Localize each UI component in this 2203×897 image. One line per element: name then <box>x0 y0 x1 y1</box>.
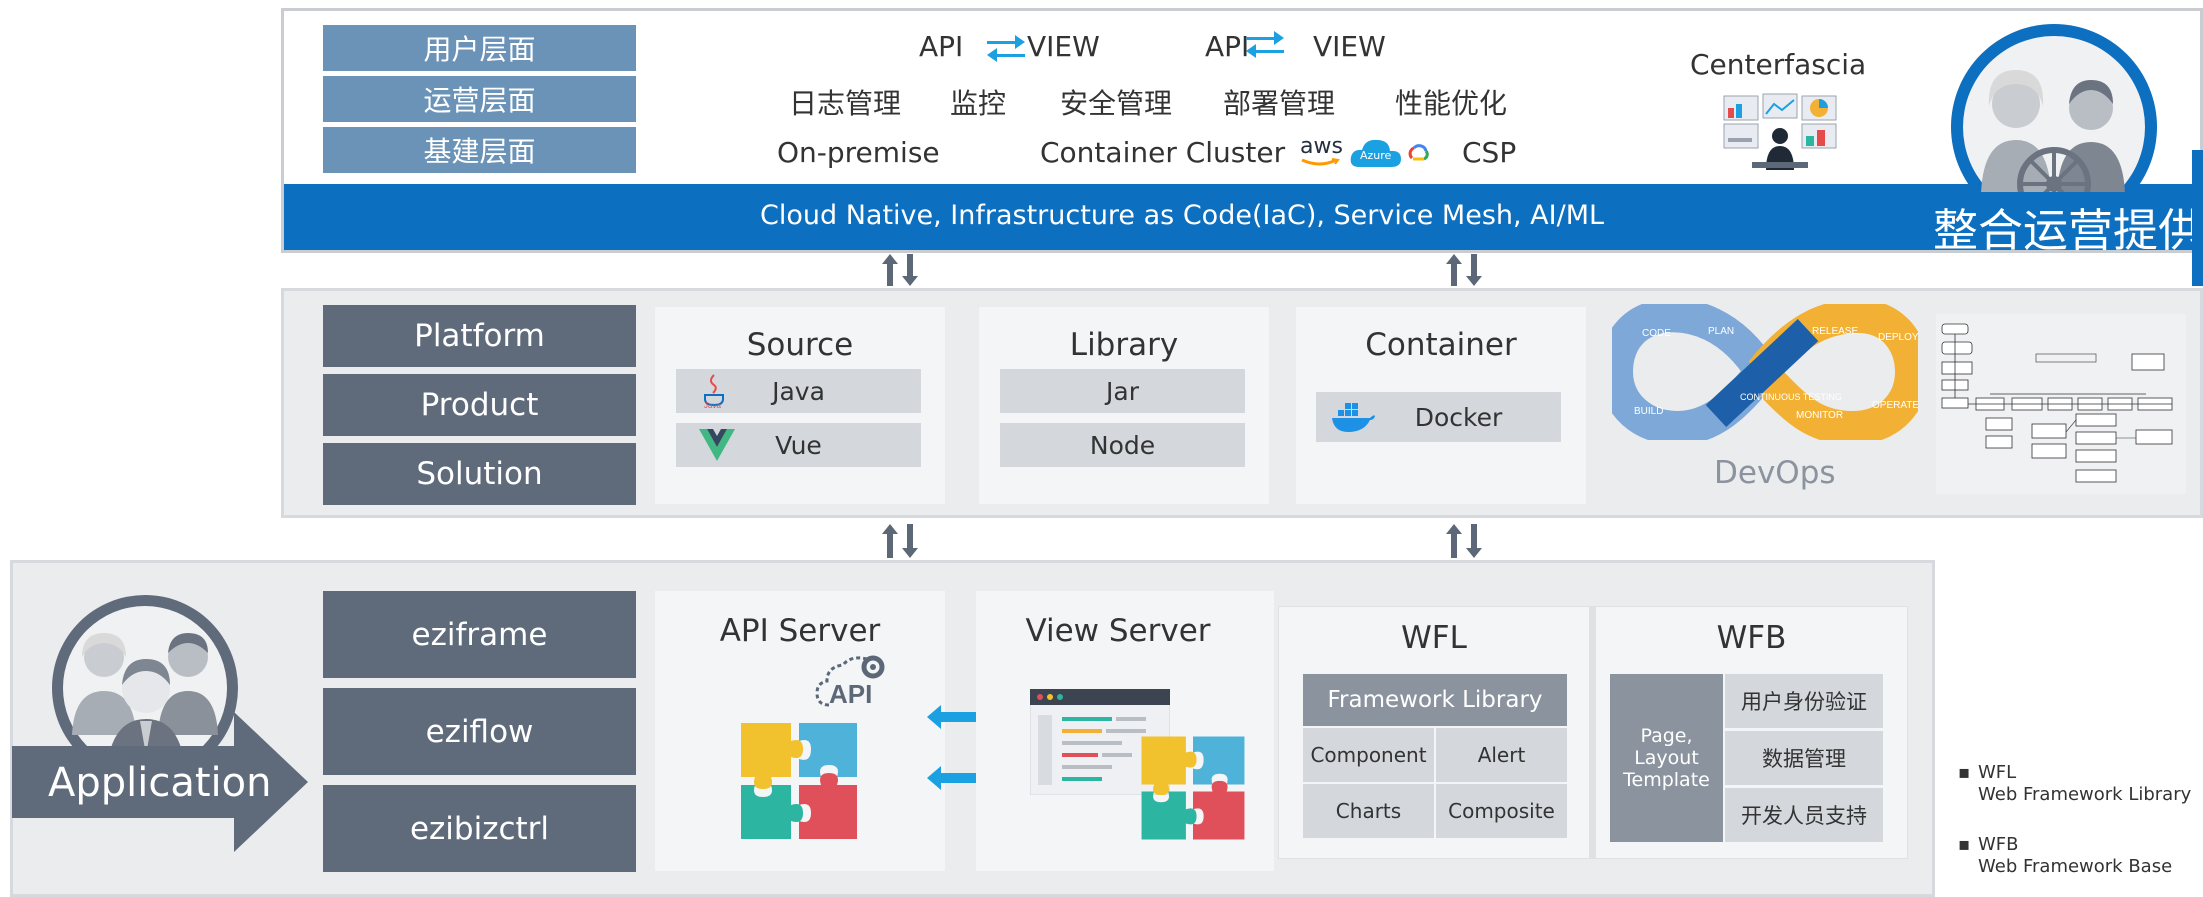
docker-chip: Docker <box>1316 392 1561 442</box>
wfb-page-layout-template: Page, Layout Template <box>1610 674 1723 842</box>
platform-label: Platform <box>323 305 636 367</box>
api-server-card: API Server API <box>655 591 945 871</box>
wfl-title: WFL <box>1401 620 1467 656</box>
view-server-title: View Server <box>1025 613 1211 649</box>
wfl-cell-composite: Composite <box>1436 784 1567 838</box>
java-icon: Java <box>704 374 724 409</box>
on-premise-label: On-premise <box>777 136 940 169</box>
jar-chip: Jar <box>1000 369 1245 413</box>
csp-label: CSP <box>1462 136 1517 169</box>
wfl-card: WFL Framework Library Component Alert Ch… <box>1279 607 1589 858</box>
svg-text:MONITOR: MONITOR <box>1796 410 1843 421</box>
wfb-title: WFB <box>1716 620 1787 656</box>
svg-text:API: API <box>829 679 872 709</box>
svg-text:BUILD: BUILD <box>1634 406 1663 417</box>
cloud-native-banner <box>284 184 2203 250</box>
ezibizctrl-label: ezibizctrl <box>323 785 636 872</box>
node-chip: Node <box>1000 423 1245 467</box>
ops-item-monitor: 监控 <box>950 87 1007 120</box>
api-label-1: API <box>919 30 964 63</box>
source-card: Source Java Java Vue <box>655 307 945 504</box>
eziflow-label: eziflow <box>323 688 636 775</box>
wfb-cell-data: 数据管理 <box>1725 731 1883 785</box>
library-title: Library <box>1069 327 1179 363</box>
docker-whale-icon <box>1332 403 1375 432</box>
ops-item-deploy: 部署管理 <box>1223 87 1336 120</box>
badge-arrow-icon <box>2192 150 2203 286</box>
source-title: Source <box>746 327 854 363</box>
view-label-2: VIEW <box>1313 30 1386 63</box>
badge-text-backdrop <box>1935 192 2203 248</box>
updown-arrows-icon <box>882 254 918 286</box>
java-chip: Java Java <box>676 369 921 413</box>
framework-library-header: Framework Library <box>1303 674 1567 726</box>
ops-item-logs: 日志管理 <box>789 87 902 120</box>
integrated-ops-badge: 整合运营提供 <box>1933 204 2203 257</box>
layer-infra: 基建层面 <box>323 127 636 173</box>
library-card: Library Jar Node <box>979 307 1269 504</box>
banner-text: Cloud Native, Infrastructure as Code(IaC… <box>760 200 1605 231</box>
devops-label: DevOps <box>1714 455 1836 491</box>
note-wfb: ▪ WFB Web Framework Base <box>1958 834 2173 877</box>
svg-text:Java: Java <box>704 401 721 409</box>
devops-loop-icon: CODE PLAN RELEASE DEPLOY BUILD CONTINUOU… <box>1612 304 1918 440</box>
ops-item-security: 安全管理 <box>1060 87 1173 120</box>
swap-arrows-icon <box>987 35 1025 62</box>
application-arrow-icon <box>12 712 308 852</box>
solution-label: Solution <box>323 443 636 505</box>
vue-chip: Vue <box>676 423 921 467</box>
product-label: Product <box>323 374 636 436</box>
updown-arrows-icon <box>882 524 918 558</box>
layer-user: 用户层面 <box>323 25 636 71</box>
flowchart-thumbnail-icon <box>1936 314 2186 494</box>
updown-arrows-icon <box>1446 524 1482 558</box>
bidirectional-arrow-icon <box>927 766 995 790</box>
container-cluster-label: Container Cluster <box>1040 136 1286 169</box>
eziframe-label: eziframe <box>323 591 636 678</box>
svg-text:DEPLOY: DEPLOY <box>1878 332 1918 343</box>
wfb-cell-auth: 用户身份验证 <box>1725 674 1883 728</box>
container-title: Container <box>1365 327 1517 363</box>
monitoring-operator-icon <box>1723 93 1837 170</box>
puzzle-pieces-icon <box>1141 736 1245 840</box>
vue-icon <box>699 429 735 461</box>
puzzle-pieces-icon <box>741 723 857 839</box>
api-server-title: API Server <box>719 613 881 649</box>
wfb-card: WFB Page, Layout Template 用户身份验证 数据管理 开发… <box>1596 607 1907 858</box>
updown-arrows-icon <box>1446 254 1482 286</box>
swap-arrows-icon <box>1246 31 1284 58</box>
view-label-1: VIEW <box>1027 30 1100 63</box>
aws-logo-icon: aws <box>1298 134 1343 170</box>
bidirectional-arrow-icon <box>927 705 995 729</box>
svg-text:CODE: CODE <box>1642 328 1671 339</box>
ops-item-perf: 性能优化 <box>1395 87 1508 120</box>
azure-cloud-icon: Azure <box>1349 137 1403 169</box>
view-server-card: View Server <box>976 591 1274 871</box>
svg-text:OPERATE: OPERATE <box>1872 400 1918 411</box>
api-cloud-gear-icon: API <box>815 655 885 709</box>
note-wfl: ▪ WFL Web Framework Library <box>1958 762 2192 805</box>
gcp-logo-icon <box>1408 144 1429 161</box>
layer-ops: 运营层面 <box>323 76 636 122</box>
wfl-cell-charts: Charts <box>1303 784 1434 838</box>
wfl-cell-component: Component <box>1303 728 1434 782</box>
application-label: Application <box>48 760 272 806</box>
svg-text:RELEASE: RELEASE <box>1812 326 1858 337</box>
svg-text:CONTINUOUS TESTING: CONTINUOUS TESTING <box>1740 392 1842 402</box>
wfb-cell-dev-support: 开发人员支持 <box>1725 788 1883 842</box>
wfl-cell-alert: Alert <box>1436 728 1567 782</box>
api-label-2: API <box>1205 30 1250 63</box>
svg-text:PLAN: PLAN <box>1708 326 1734 337</box>
operators-avatar-icon <box>1951 24 2157 230</box>
container-card: Container Docker <box>1296 307 1586 504</box>
centerfascia-label: Centerfascia <box>1690 48 1867 81</box>
